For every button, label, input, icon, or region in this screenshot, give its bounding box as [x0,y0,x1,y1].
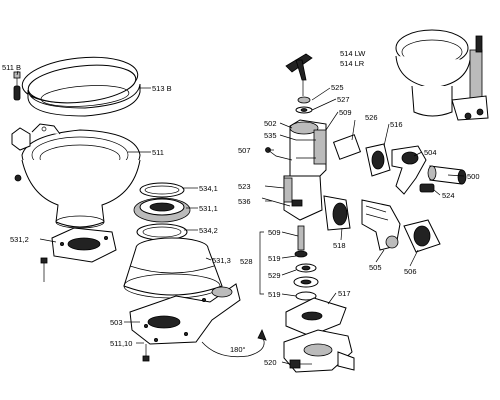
toilet-bowl [11,123,141,229]
pump-body [261,175,323,221]
base-screw [142,344,150,362]
label-500: 500 [467,172,480,181]
label-511: 511 [152,148,164,157]
label-509-bottom: 509 [268,228,281,237]
mounting-screw [40,257,48,282]
label-509-top: 509 [339,108,352,117]
elbow-504 [391,145,427,195]
label-519-b: 519 [268,290,281,299]
label-514lr: 514 LR [340,59,365,68]
valve-517 [285,297,347,337]
label-527: 527 [337,95,350,104]
part-labels: 511 B 513 B 511 534,1 531,1 534,2 531,2 … [2,49,480,367]
label-534-1: 534,1 [199,184,218,193]
label-518: 518 [333,241,346,250]
label-505: 505 [369,263,382,272]
label-180: 180° [230,345,246,354]
label-514lw: 514 LW [340,49,366,58]
label-513b: 513 B [152,84,172,93]
label-524: 524 [442,191,455,200]
label-535: 535 [264,131,277,140]
label-519-a: 519 [268,254,281,263]
assembled-toilet-image [395,29,489,121]
hinge-pin [13,71,21,101]
gasket-534-2 [136,223,188,241]
label-503: 503 [110,318,123,327]
label-520: 520 [264,358,277,367]
pump-handle-514 [285,53,313,96]
nut-525 [297,96,311,104]
label-534-2: 534,2 [199,226,218,235]
label-504: 504 [424,148,437,157]
label-525: 525 [331,83,344,92]
lever-507 [265,147,293,161]
flap-516 [365,143,391,177]
label-523: 523 [238,182,251,191]
label-528: 528 [240,257,253,266]
plate-531-2 [51,227,117,263]
hose-connector-500 [427,165,467,185]
outlet-518 [323,195,351,231]
label-531-3: 531,3 [212,256,231,265]
label-517: 517 [338,289,351,298]
pump-cylinder-502 [289,119,327,181]
cone-531-3 [123,237,223,299]
label-507: 507 [238,146,251,155]
label-506: 506 [404,267,417,276]
piston-rod-528 [293,225,319,301]
rotation-arrow-icon [201,329,267,358]
toilet-seat-lid [21,56,141,117]
nut-524 [419,183,435,193]
label-529: 529 [268,271,281,280]
valve-plate-526 [332,134,362,160]
label-502: 502 [264,119,277,128]
label-511b: 511 B [2,63,21,72]
label-531-1: 531,1 [199,204,218,213]
flange-506 [403,219,441,253]
label-526: 526 [365,113,378,122]
flange-531-1 [133,197,191,223]
label-511-10: 511,10 [110,339,132,348]
label-536: 536 [238,197,251,206]
seal-527 [295,106,313,114]
label-516: 516 [390,120,403,129]
gasket-534-1 [139,182,185,198]
pump-base-503 [129,283,241,345]
leader-lines [16,70,465,365]
lower-housing [283,329,355,373]
elbow-hose-505 [361,199,401,251]
label-531-2: 531,2 [10,235,29,244]
